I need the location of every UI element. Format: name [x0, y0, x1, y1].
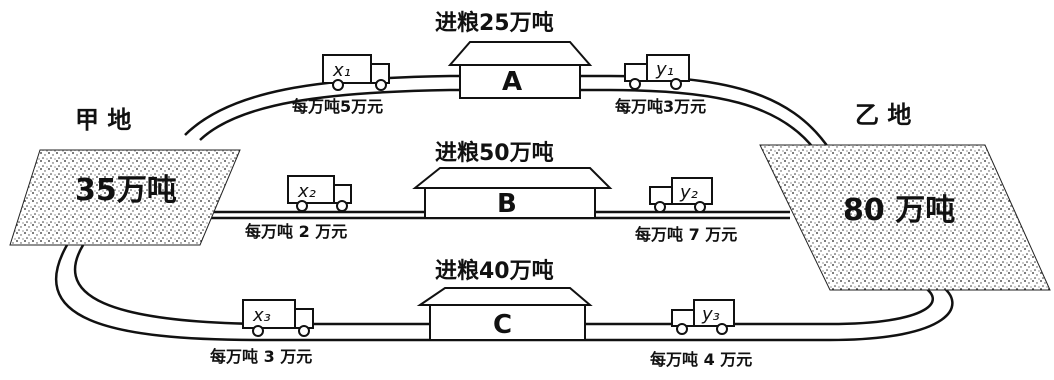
truck-y2-wheel-front — [654, 201, 666, 213]
field-block-yi — [759, 144, 1051, 291]
road-bottom — [73, 234, 934, 326]
warehouse-b-letter: B — [497, 189, 517, 219]
truck-x1-label: x₁ — [332, 60, 351, 81]
road-bottom-inner — [55, 239, 954, 342]
truck-x1-wheel-rear — [332, 79, 344, 91]
cost-label-y3: 每万吨 4 万元 — [650, 350, 752, 369]
truck-x2-wheel-front — [336, 200, 348, 212]
warehouse-c: 进粮40万吨 C — [416, 258, 593, 341]
place-yi: 乙 地 80 万吨 — [759, 101, 1051, 291]
place-jia-name: 甲 地 — [75, 106, 131, 134]
cost-label-y2: 每万吨 7 万元 — [635, 225, 737, 244]
warehouse-a-roof — [447, 41, 593, 66]
warehouse-a-body — [459, 64, 581, 99]
truck-x2-label: x₂ — [297, 181, 316, 202]
truck-y1-wheel-rear — [670, 78, 682, 90]
warehouse-a: 进粮25万吨 A — [435, 10, 593, 99]
truck-y3-wheel-rear — [716, 323, 728, 335]
place-yi-name: 乙 地 — [855, 101, 911, 129]
truck-x2: x₂ — [287, 175, 352, 212]
cost-label-x2: 每万吨 2 万元 — [245, 222, 347, 241]
warehouse-c-intake: 进粮40万吨 — [435, 258, 554, 284]
truck-x1-cargo — [322, 54, 372, 84]
cost-label-x1: 每万吨5万元 — [292, 97, 383, 116]
truck-y2-wheel-rear — [694, 201, 706, 213]
road-top — [184, 74, 832, 151]
road-top-inner — [199, 88, 816, 151]
truck-x3: x₃ — [242, 299, 314, 337]
truck-x3-label: x₃ — [252, 305, 271, 326]
truck-y2-label: y₂ — [679, 182, 698, 203]
place-jia: 甲 地 35万吨 — [9, 106, 241, 246]
truck-y3: y₃ — [671, 299, 735, 335]
warehouse-b-body — [424, 187, 596, 219]
cost-label-x3: 每万吨 3 万元 — [210, 347, 312, 366]
truck-x3-wheel-rear — [252, 325, 264, 337]
truck-y3-wheel-front — [676, 323, 688, 335]
truck-y2: y₂ — [649, 177, 713, 213]
truck-x2-wheel-rear — [296, 200, 308, 212]
field-block-jia — [9, 149, 241, 246]
warehouse-b: 进粮50万吨 B — [412, 140, 613, 219]
warehouse-a-intake: 进粮25万吨 — [435, 10, 554, 36]
place-jia-amount: 35万吨 — [75, 173, 177, 208]
cost-label-y1: 每万吨3万元 — [615, 97, 706, 116]
truck-y1-wheel-front — [629, 78, 641, 90]
truck-y1-label: y₁ — [655, 59, 674, 80]
truck-x1: x₁ — [322, 54, 390, 91]
warehouse-b-roof — [412, 167, 613, 189]
warehouse-c-letter: C — [493, 310, 512, 340]
warehouse-c-body — [429, 304, 586, 341]
truck-x3-wheel-front — [298, 325, 310, 337]
warehouse-c-roof — [416, 287, 593, 306]
truck-x1-wheel-front — [375, 79, 387, 91]
truck-y1: y₁ — [624, 54, 690, 90]
place-yi-amount: 80 万吨 — [843, 193, 955, 228]
warehouse-a-letter: A — [502, 67, 522, 97]
truck-y3-label: y₃ — [701, 304, 720, 325]
truck-x3-cargo — [242, 299, 296, 329]
warehouse-b-intake: 进粮50万吨 — [435, 140, 554, 166]
truck-x2-cargo — [287, 175, 335, 204]
